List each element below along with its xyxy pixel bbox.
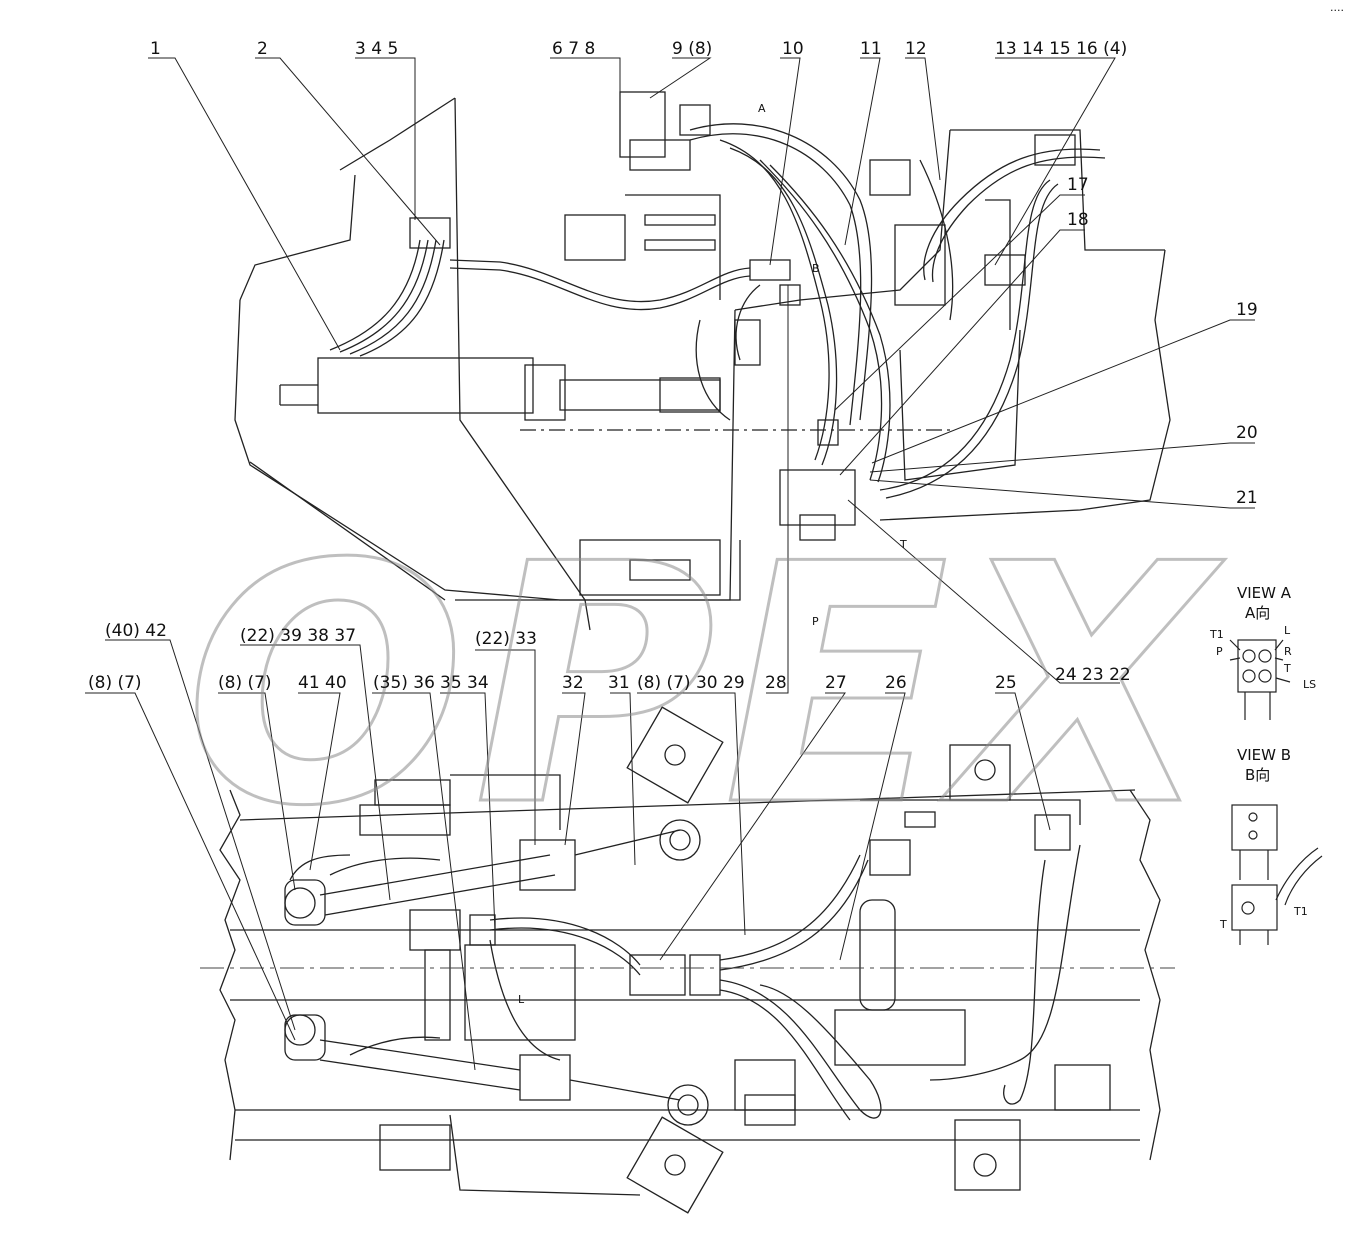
port-label-t: T xyxy=(899,538,907,551)
callout-8-7-30-29: (8) (7) 30 29 xyxy=(637,673,745,693)
callout-25: 25 xyxy=(995,673,1017,693)
view-a-detail: VIEW A A向 T1 L P R T LS xyxy=(1209,584,1316,720)
callout-35-34: 35 34 xyxy=(440,673,489,693)
callout-13-16: 13 14 15 16 (4) xyxy=(995,39,1127,59)
port-label-l: L xyxy=(518,993,525,1006)
view-b-subtitle: B向 xyxy=(1245,766,1270,784)
bottom-callouts: (40) 42 (8) (7) (22) 39 38 37 (8) (7) 41… xyxy=(88,621,1017,693)
callout-10: 10 xyxy=(782,39,804,59)
corner-mark: ···· xyxy=(1330,4,1344,17)
callout-28: 28 xyxy=(765,673,787,693)
machine-frame xyxy=(219,91,1171,1214)
callout-22-39-38-37: (22) 39 38 37 xyxy=(240,626,356,646)
view-b-detail: VIEW B B向 T T1 xyxy=(1219,746,1323,945)
callout-12: 12 xyxy=(905,39,927,59)
watermark: OPEX xyxy=(185,494,1225,878)
port-label-b: B xyxy=(812,262,820,275)
callout-8-7-mid: (8) (7) xyxy=(218,673,272,693)
port-label-a: A xyxy=(758,102,766,115)
callout-31: 31 xyxy=(608,673,630,693)
callout-24-23-22: 24 23 22 xyxy=(1055,665,1131,685)
callout-18: 18 xyxy=(1067,210,1089,230)
view-a-port-ls: LS xyxy=(1303,678,1316,691)
callout-2: 2 xyxy=(257,39,268,59)
view-a-port-l: L xyxy=(1284,624,1291,637)
callout-3-4-5: 3 4 5 xyxy=(355,39,398,59)
callout-40-42: (40) 42 xyxy=(105,621,167,641)
callout-17: 17 xyxy=(1067,175,1089,195)
view-a-port-t: T xyxy=(1283,662,1291,675)
view-b-title: VIEW B xyxy=(1237,746,1291,764)
callout-21: 21 xyxy=(1236,488,1258,508)
view-a-port-p: P xyxy=(1216,645,1223,658)
view-a-title: VIEW A xyxy=(1237,584,1292,602)
callout-35-36: (35) 36 xyxy=(373,673,435,693)
callout-22-33: (22) 33 xyxy=(475,629,537,649)
view-b-port-t: T xyxy=(1219,918,1227,931)
view-a-port-r: R xyxy=(1284,645,1292,658)
callout-41-40: 41 40 xyxy=(298,673,347,693)
view-a-subtitle: A向 xyxy=(1245,604,1270,622)
view-b-port-t1: T1 xyxy=(1293,905,1308,918)
port-label-p: P xyxy=(812,615,819,628)
callout-20: 20 xyxy=(1236,423,1258,443)
callout-26: 26 xyxy=(885,673,907,693)
callout-19: 19 xyxy=(1236,300,1258,320)
callout-11: 11 xyxy=(860,39,882,59)
view-a-port-t1: T1 xyxy=(1209,628,1224,641)
port-letters: A B T P L xyxy=(518,102,907,1006)
callout-27: 27 xyxy=(825,673,847,693)
callout-9-8: 9 (8) xyxy=(672,39,712,59)
callout-1: 1 xyxy=(150,39,161,59)
callout-32: 32 xyxy=(562,673,584,693)
leader-lines xyxy=(85,57,1255,1071)
callout-8-7-left: (8) (7) xyxy=(88,673,142,693)
callout-6-7-8: 6 7 8 xyxy=(552,39,595,59)
top-callouts: 1 2 3 4 5 6 7 8 9 (8) 10 11 12 13 14 15 … xyxy=(150,39,1258,685)
